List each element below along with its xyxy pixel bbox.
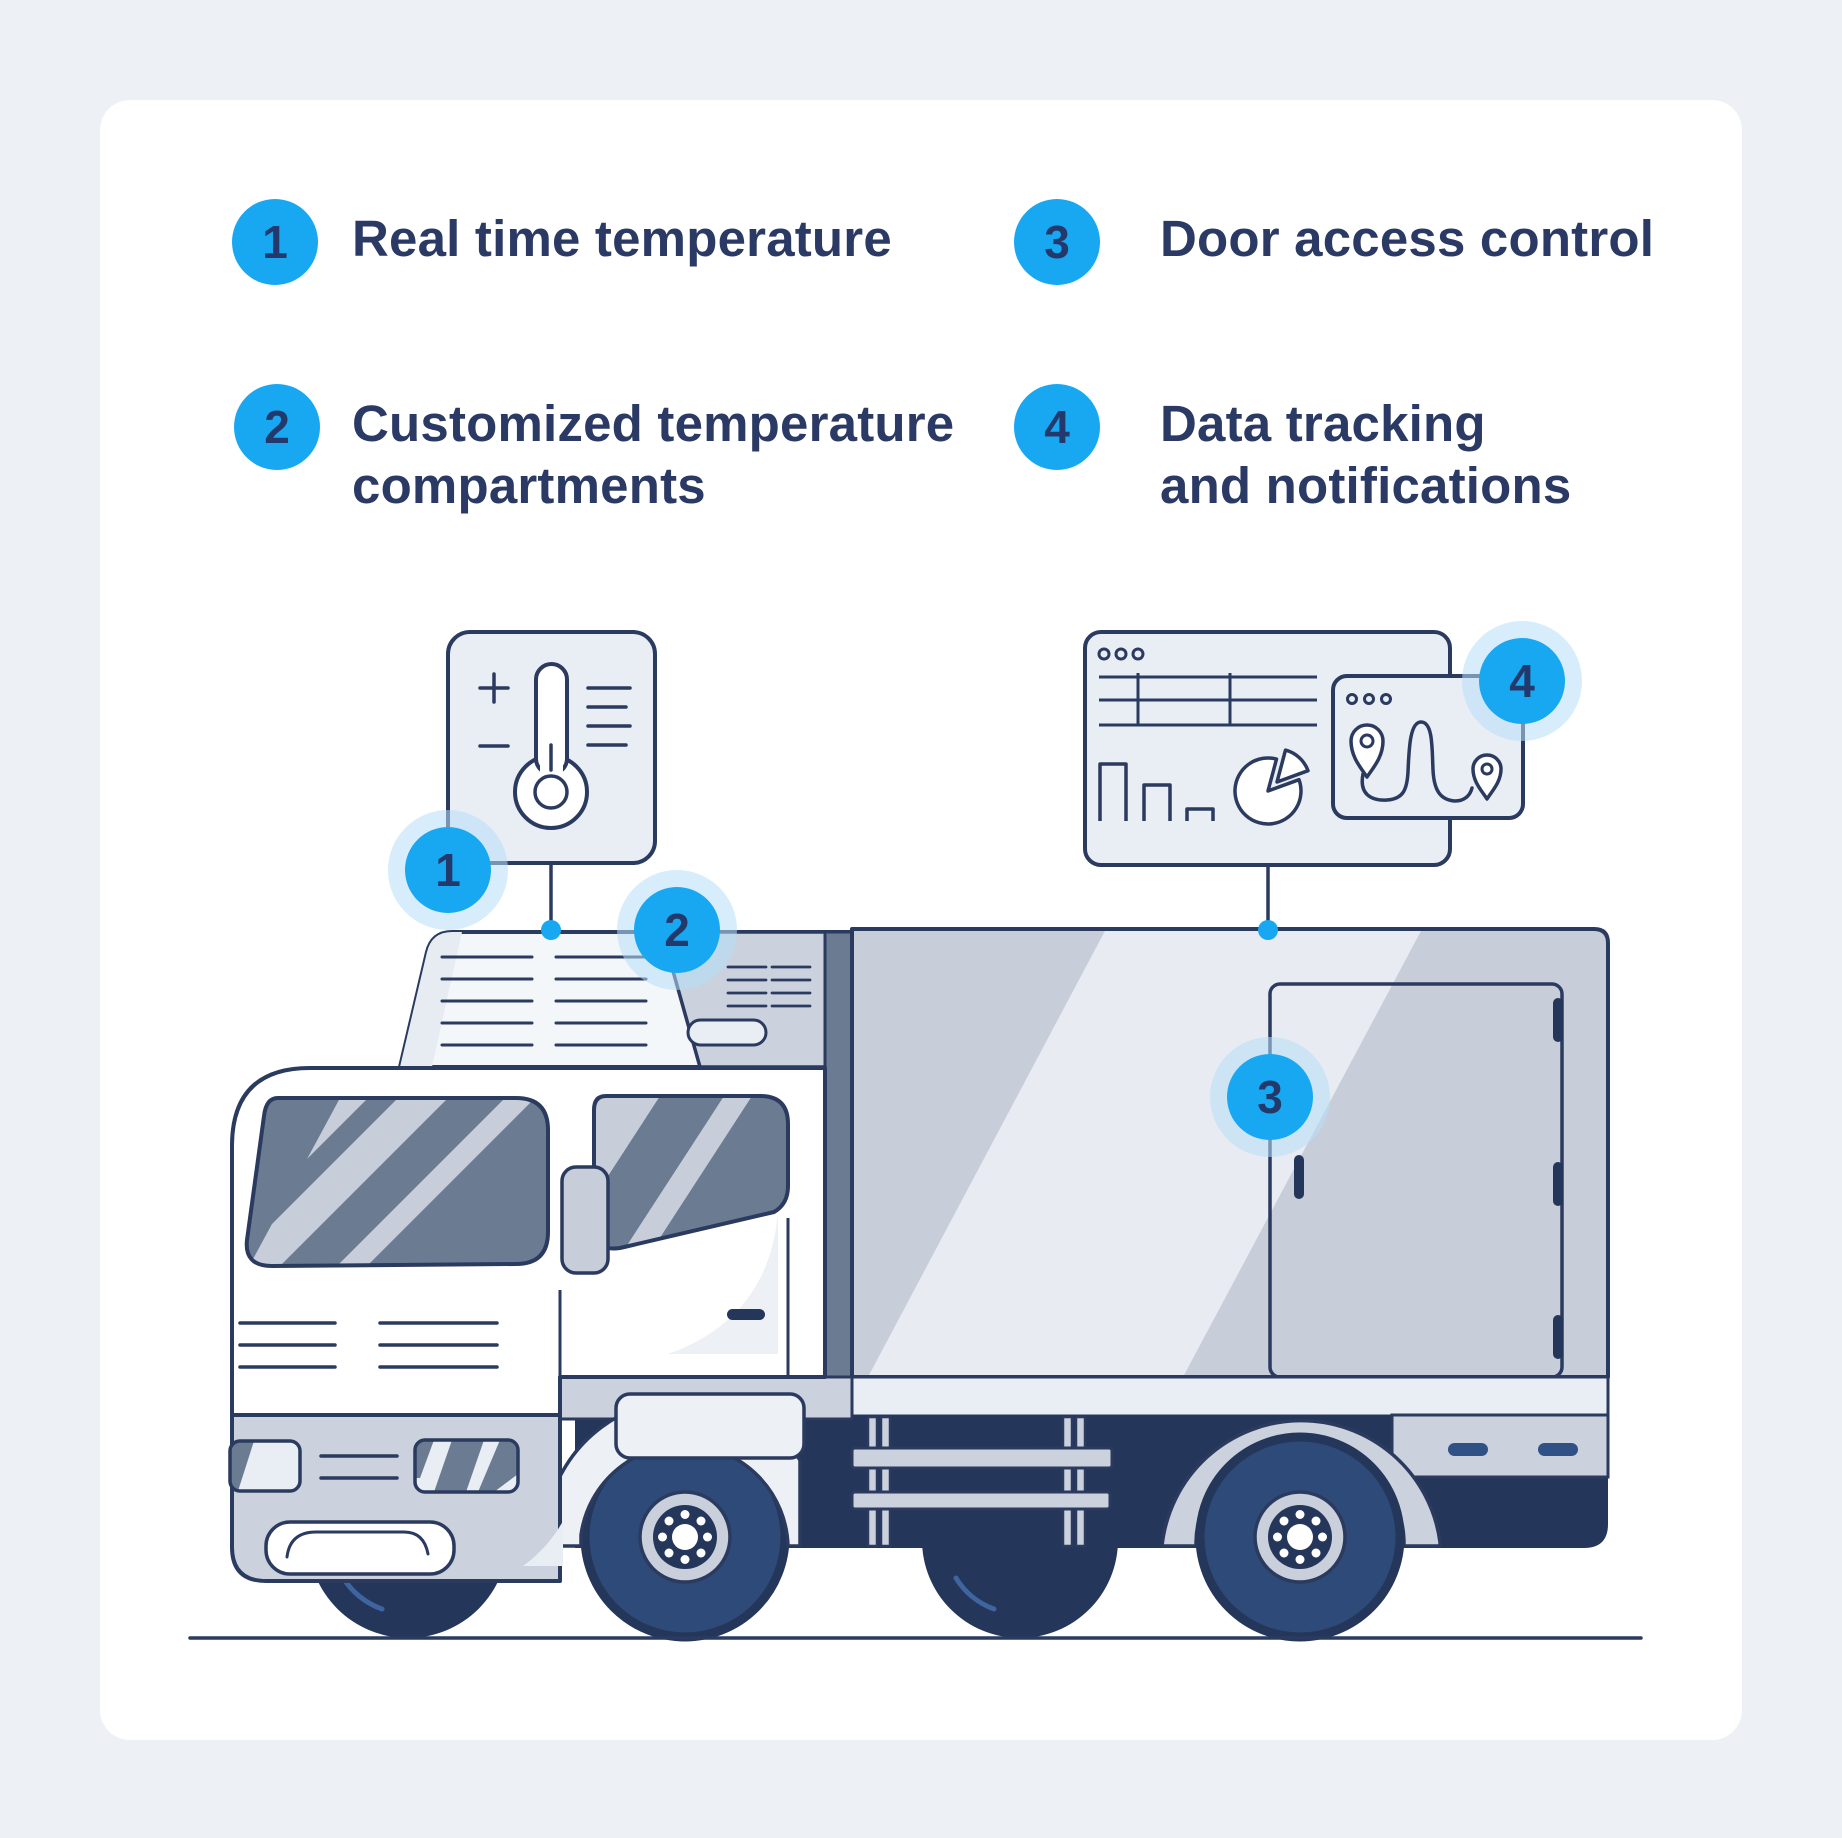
bar-chart-icon [1098,762,1215,821]
dashboard-card [1083,630,1525,867]
location-pin-icon [1349,723,1385,779]
front-bumper [228,1413,563,1583]
feature-number: 4 [1044,401,1070,453]
cargo-box-front-edge [823,930,854,1418]
route-path-icon [1360,720,1474,803]
chassis-light-band [850,1375,1610,1418]
side-mirror [560,1165,610,1275]
feature-number-badge: 1 [232,199,318,285]
pie-chart-icon [1233,748,1310,826]
bumper-reflector [413,1438,520,1494]
feature-number-badge: 3 [1014,199,1100,285]
door-window [592,1094,790,1251]
thermometer-icon [513,662,589,830]
cargo-box [850,927,1610,1379]
door-hinge [1553,1162,1563,1206]
plus-icon [478,672,510,704]
cargo-box-right-shade [1183,929,1608,1377]
chassis-rails [850,1415,1114,1548]
temperature-compartment-lines-icon [440,955,648,1047]
browser-dots-icon [1346,693,1392,705]
feature-number: 1 [262,216,288,268]
data-table-icon [1099,673,1317,727]
badge-circle: 2 [634,887,720,973]
feature-number: 2 [264,401,290,453]
cab-door-handle-icon [727,1309,765,1320]
fender-highlight [523,1521,563,1566]
location-pin-icon [1471,753,1503,801]
bumper-reflector [228,1439,302,1493]
wheel-rear [1195,1432,1405,1642]
headlight [264,1520,456,1576]
feature-number-badge: 2 [234,384,320,470]
cargo-box-left-shade [852,929,1106,1377]
truck-cab [230,1066,854,1421]
refrigeration-unit [398,930,854,1418]
reefer-vent-pill [686,1018,768,1047]
feature-label: Door access control [1160,210,1655,267]
skirt-marker [1448,1443,1488,1456]
feature-label: Real time temperature [352,210,892,267]
connector-dot [1258,920,1278,940]
skirt-marker [1538,1443,1578,1456]
feature-item-3: 3 Door access control [1014,199,1654,285]
feature-item-1: 1 Real time temperature [232,199,892,285]
vent-lines-icon [726,965,812,1008]
thermometer-card [446,630,657,865]
badge-circle: 1 [405,827,491,913]
door-hinge [1553,1315,1563,1359]
feature-number-badge: 4 [1014,384,1100,470]
front-fender-panel [614,1392,806,1460]
bumper-dashes [319,1454,399,1480]
temperature-scale-lines [586,686,632,747]
cab-grille-lines [238,1321,499,1369]
connector-dot [541,920,561,940]
feature-number: 3 [1044,216,1070,268]
door-hinge [1553,998,1563,1042]
badge-circle: 3 [1227,1054,1313,1140]
windshield [244,1096,550,1268]
browser-dots-icon [1097,647,1145,661]
rear-skirt [1390,1413,1610,1479]
badge-circle: 4 [1479,638,1565,724]
wheel-rear-inner [922,1442,1118,1638]
door-handle-icon [1294,1155,1304,1199]
